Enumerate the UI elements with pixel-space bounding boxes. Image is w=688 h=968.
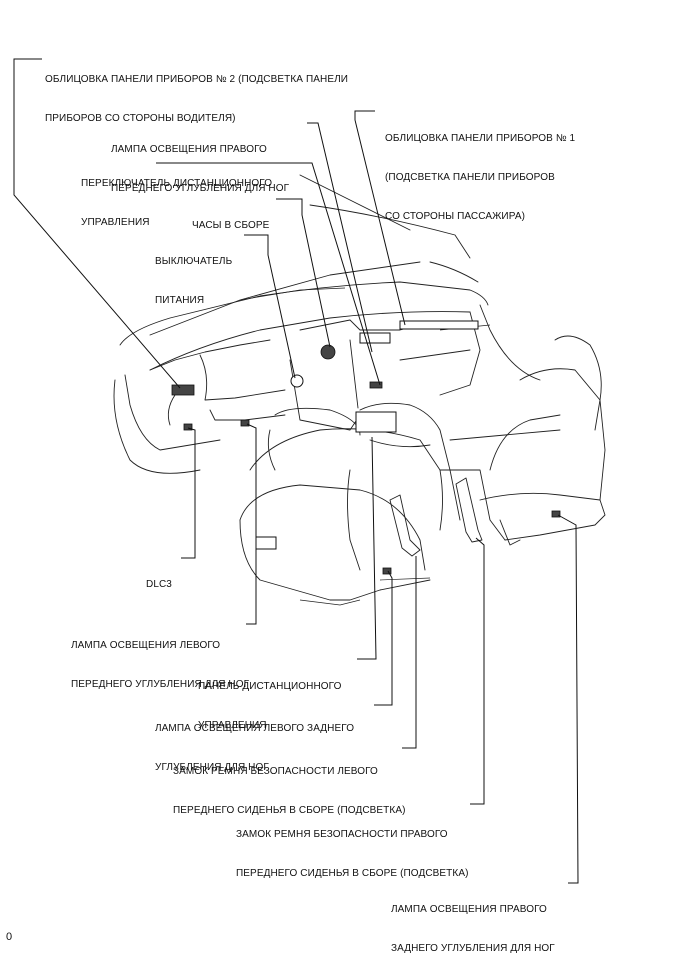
label-line: ПЕРЕДНЕГО УГЛУБЛЕНИЯ ДЛЯ НОГ <box>111 183 290 194</box>
vehicle-interior-drawing <box>113 174 606 606</box>
label-line: УПРАВЛЕНИЯ <box>198 720 267 731</box>
label-line: ОБЛИЦОВКА ПАНЕЛИ ПРИБОРОВ № 2 (ПОДСВЕТКА… <box>45 74 349 85</box>
label-line: ЛАМПА ОСВЕЩЕНИЯ ПРАВОГО <box>391 904 547 915</box>
clock-marker <box>320 344 336 360</box>
label-line: ЗАМОК РЕМНЯ БЕЗОПАСНОСТИ ПРАВОГО <box>236 829 448 840</box>
label-line: УПРАВЛЕНИЯ <box>81 217 150 228</box>
component-markers <box>171 320 561 575</box>
seat-switch-marker <box>255 536 277 550</box>
label-line: ЧАСЫ В СБОРЕ <box>192 220 270 231</box>
label-line: ВЫКЛЮЧАТЕЛЬ <box>155 256 233 267</box>
ip-finish-2-marker <box>171 384 195 396</box>
lh-rear-footwell-marker <box>382 567 392 575</box>
label-lh-front-buckle: ЗАМОК РЕМНЯ БЕЗОПАСНОСТИ ЛЕВОГО ПЕРЕДНЕГ… <box>173 739 406 830</box>
label-line: ПАНЕЛЬ ДИСТАНЦИОННОГО <box>198 681 342 692</box>
remote-switch-marker <box>369 381 383 389</box>
label-line: ПРИБОРОВ СО СТОРОНЫ ВОДИТЕЛЯ) <box>45 113 236 124</box>
leader-lines <box>13 58 579 884</box>
label-line: ПЕРЕДНЕГО УГЛУБЛЕНИЯ ДЛЯ НОГ <box>71 679 250 690</box>
label-line: (ПОДСВЕТКА ПАНЕЛИ ПРИБОРОВ <box>385 172 555 183</box>
label-line: DLC3 <box>146 579 172 590</box>
label-rh-rear-footwell-light: ЛАМПА ОСВЕЩЕНИЯ ПРАВОГО ЗАДНЕГО УГЛУБЛЕН… <box>391 877 555 968</box>
label-ip-finish-1: ОБЛИЦОВКА ПАНЕЛИ ПРИБОРОВ № 1 (ПОДСВЕТКА… <box>385 106 575 236</box>
label-line: ПЕРЕДНЕГО СИДЕНЬЯ В СБОРЕ (ПОДСВЕТКА) <box>173 805 406 816</box>
label-line: УГЛУБЛЕНИЯ ДЛЯ НОГ <box>155 762 269 773</box>
label-line: ЛАМПА ОСВЕЩЕНИЯ ЛЕВОГО <box>71 640 221 651</box>
label-line: ЛАМПА ОСВЕЩЕНИЯ ЛЕВОГО ЗАДНЕГО <box>155 723 355 734</box>
label-rh-front-footwell-light: ЛАМПА ОСВЕЩЕНИЯ ПРАВОГО ПЕРЕДНЕГО УГЛУБЛ… <box>111 117 289 208</box>
page-footer-number: 0 <box>6 931 13 943</box>
ip-finish-1-marker <box>359 332 391 344</box>
label-lh-front-footwell-light: ЛАМПА ОСВЕЩЕНИЯ ЛЕВОГО ПЕРЕДНЕГО УГЛУБЛЕ… <box>71 613 249 704</box>
lh-front-footwell-marker <box>240 419 250 427</box>
label-line: ОБЛИЦОВКА ПАНЕЛИ ПРИБОРОВ № 1 <box>385 133 576 144</box>
rh-rear-footwell-marker <box>551 510 561 518</box>
label-line: ПИТАНИЯ <box>155 295 205 306</box>
dlc3-marker <box>183 423 193 431</box>
ip-vent-strip <box>399 320 479 330</box>
power-switch-marker <box>290 374 304 388</box>
label-line: ПЕРЕДНЕГО СИДЕНЬЯ В СБОРЕ (ПОДСВЕТКА) <box>236 868 469 879</box>
label-dlc3: DLC3 <box>146 552 172 604</box>
label-power-switch: ВЫКЛЮЧАТЕЛЬ ПИТАНИЯ <box>155 229 232 320</box>
label-line: СО СТОРОНЫ ПАССАЖИРА) <box>385 211 526 222</box>
label-lh-rear-footwell-light: ЛАМПА ОСВЕЩЕНИЯ ЛЕВОГО ЗАДНЕГО УГЛУБЛЕНИ… <box>155 696 354 787</box>
label-remote-switch: ПЕРЕКЛЮЧАТЕЛЬ ДИСТАНЦИОННОГО УПРАВЛЕНИЯ <box>81 151 272 242</box>
remote-panel-marker <box>355 411 397 433</box>
label-line: ПЕРЕКЛЮЧАТЕЛЬ ДИСТАНЦИОННОГО <box>81 178 273 189</box>
label-clock: ЧАСЫ В СБОРЕ <box>192 193 269 245</box>
label-line: ЛАМПА ОСВЕЩЕНИЯ ПРАВОГО <box>111 144 267 155</box>
label-remote-panel: ПАНЕЛЬ ДИСТАНЦИОННОГО УПРАВЛЕНИЯ <box>198 654 342 745</box>
label-ip-finish-2: ОБЛИЦОВКА ПАНЕЛИ ПРИБОРОВ № 2 (ПОДСВЕТКА… <box>45 47 348 138</box>
label-rh-front-buckle: ЗАМОК РЕМНЯ БЕЗОПАСНОСТИ ПРАВОГО ПЕРЕДНЕ… <box>236 802 469 893</box>
label-line: ЗАМОК РЕМНЯ БЕЗОПАСНОСТИ ЛЕВОГО <box>173 766 378 777</box>
